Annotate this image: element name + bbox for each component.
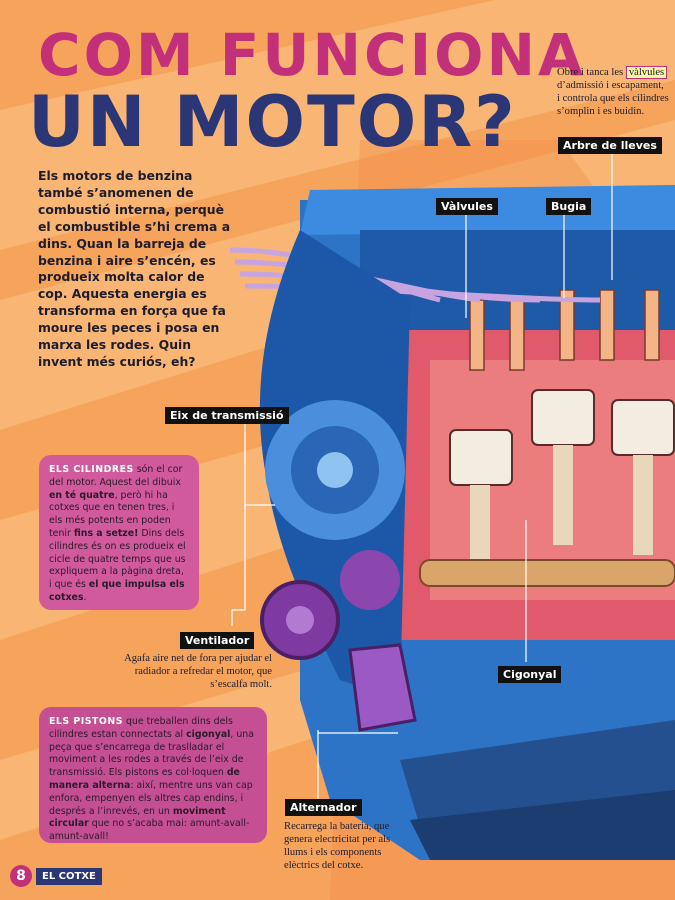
label-drive-shaft: Eix de transmissió — [165, 407, 289, 424]
pistons-text-2: , una peça que s’encarrega de traslladar… — [49, 728, 254, 779]
section-name: EL COTXE — [36, 867, 102, 885]
label-crankshaft: Cigonyal — [498, 666, 562, 683]
pistons-text-3: : així, mentre uns van cap enfora, empen… — [49, 779, 253, 817]
camshaft-note: Obre i tanca les vàlvules d’admissió i e… — [557, 66, 669, 118]
label-valves: Vàlvules — [436, 198, 498, 215]
label-fan: Ventilador — [180, 632, 255, 649]
cylinders-heading: ELS CILINDRES — [49, 464, 134, 475]
camshaft-note-highlight: vàlvules — [625, 66, 668, 79]
cylinders-text-4: . — [83, 591, 87, 603]
fan-note: Agafa aire net de fora per ajudar el rad… — [124, 653, 272, 690]
pistons-text-1: que treballen dins dels cilindres estan … — [49, 716, 233, 740]
pistons-bold-1: cigonyal — [186, 728, 231, 740]
pistons-bold-2: de manera alterna — [49, 767, 240, 791]
cylinders-text-2: , però hi ha cotxes que en tenen tres, i… — [49, 489, 175, 539]
page-footer: 8 EL COTXE — [10, 864, 102, 888]
cylinders-text-1: són el cor del motor. Aquest del dibuix — [49, 464, 183, 488]
camshaft-note-post: d’admissió i escapament, i controla que … — [557, 80, 669, 117]
cylinders-bold-3: el que impulsa els cotxes — [49, 579, 185, 603]
page-title-line2: UN MOTOR? — [28, 81, 517, 163]
pistons-text-4: que no s’acaba mai: amunt-avall-amunt-av… — [49, 818, 250, 843]
cylinders-bold-1: en té quatre — [49, 489, 115, 501]
fan-drawing — [265, 400, 405, 540]
camshaft-note-pre: Obre i tanca les — [557, 67, 624, 78]
label-camshaft: Arbre de lleves — [558, 137, 662, 154]
page-title-line1: COM FUNCIONA — [38, 21, 586, 89]
pistons — [449, 389, 675, 575]
pistons-info-box: ELS PISTONS que treballen dins dels cili… — [39, 707, 267, 843]
pistons-heading: ELS PISTONS — [49, 716, 123, 727]
label-alternator: Alternador — [285, 799, 362, 816]
cylinders-bold-2: fins a setze! — [73, 527, 139, 539]
pistons-bold-3: moviment circular — [49, 805, 226, 830]
cylinders-info-box: ELS CILINDRES són el cor del motor. Aque… — [39, 455, 199, 610]
cylinders-text-3: Dins dels cilindres és on es produeix el… — [49, 527, 186, 591]
label-spark-plug: Bugia — [546, 198, 592, 215]
alternator-note: Recarrega la bateria, que genera electri… — [284, 821, 391, 871]
page-number: 8 — [10, 865, 32, 887]
intro-paragraph: Els motors de benzina també s’anomenen d… — [38, 168, 231, 369]
